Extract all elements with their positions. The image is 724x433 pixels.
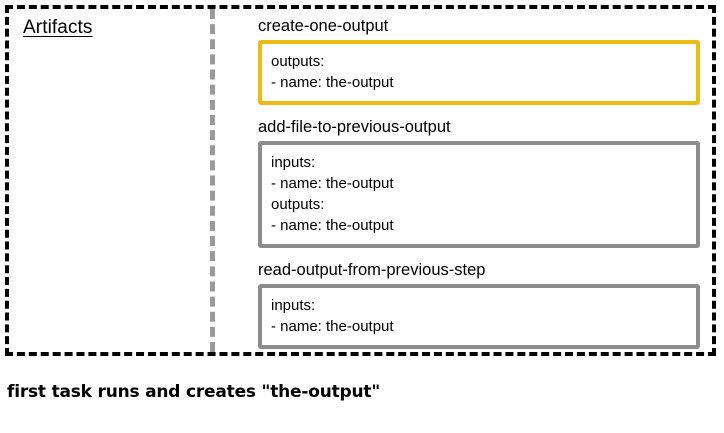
step-title: create-one-output	[258, 17, 389, 35]
step-block: read-output-from-previous-step inputs: -…	[258, 261, 704, 349]
step-block: add-file-to-previous-output inputs: - na…	[258, 118, 704, 248]
spec-line: - name: the-output	[271, 217, 394, 234]
step-spec-box: inputs: - name: the-output outputs: - na…	[258, 141, 700, 248]
column-divider	[210, 9, 215, 352]
step-title: read-output-from-previous-step	[258, 261, 486, 279]
step-spec-box: outputs: - name: the-output	[258, 40, 700, 105]
spec-line: inputs:	[271, 297, 316, 314]
caption-text: first task runs and creates "the-output"	[7, 382, 380, 402]
spec-line: inputs:	[271, 154, 316, 171]
spec-line: outputs:	[271, 196, 325, 213]
spec-line: outputs:	[271, 53, 325, 70]
spec-line: - name: the-output	[271, 74, 394, 91]
step-title: add-file-to-previous-output	[258, 118, 451, 136]
spec-line: - name: the-output	[271, 318, 394, 335]
steps-column: create-one-output outputs: - name: the-o…	[258, 17, 704, 362]
artifacts-panel: Artifacts create-one-output outputs: - n…	[5, 5, 716, 356]
step-block: create-one-output outputs: - name: the-o…	[258, 17, 704, 105]
step-spec-box: inputs: - name: the-output	[258, 284, 700, 349]
page-title: Artifacts	[23, 17, 93, 38]
spec-line: - name: the-output	[271, 175, 394, 192]
